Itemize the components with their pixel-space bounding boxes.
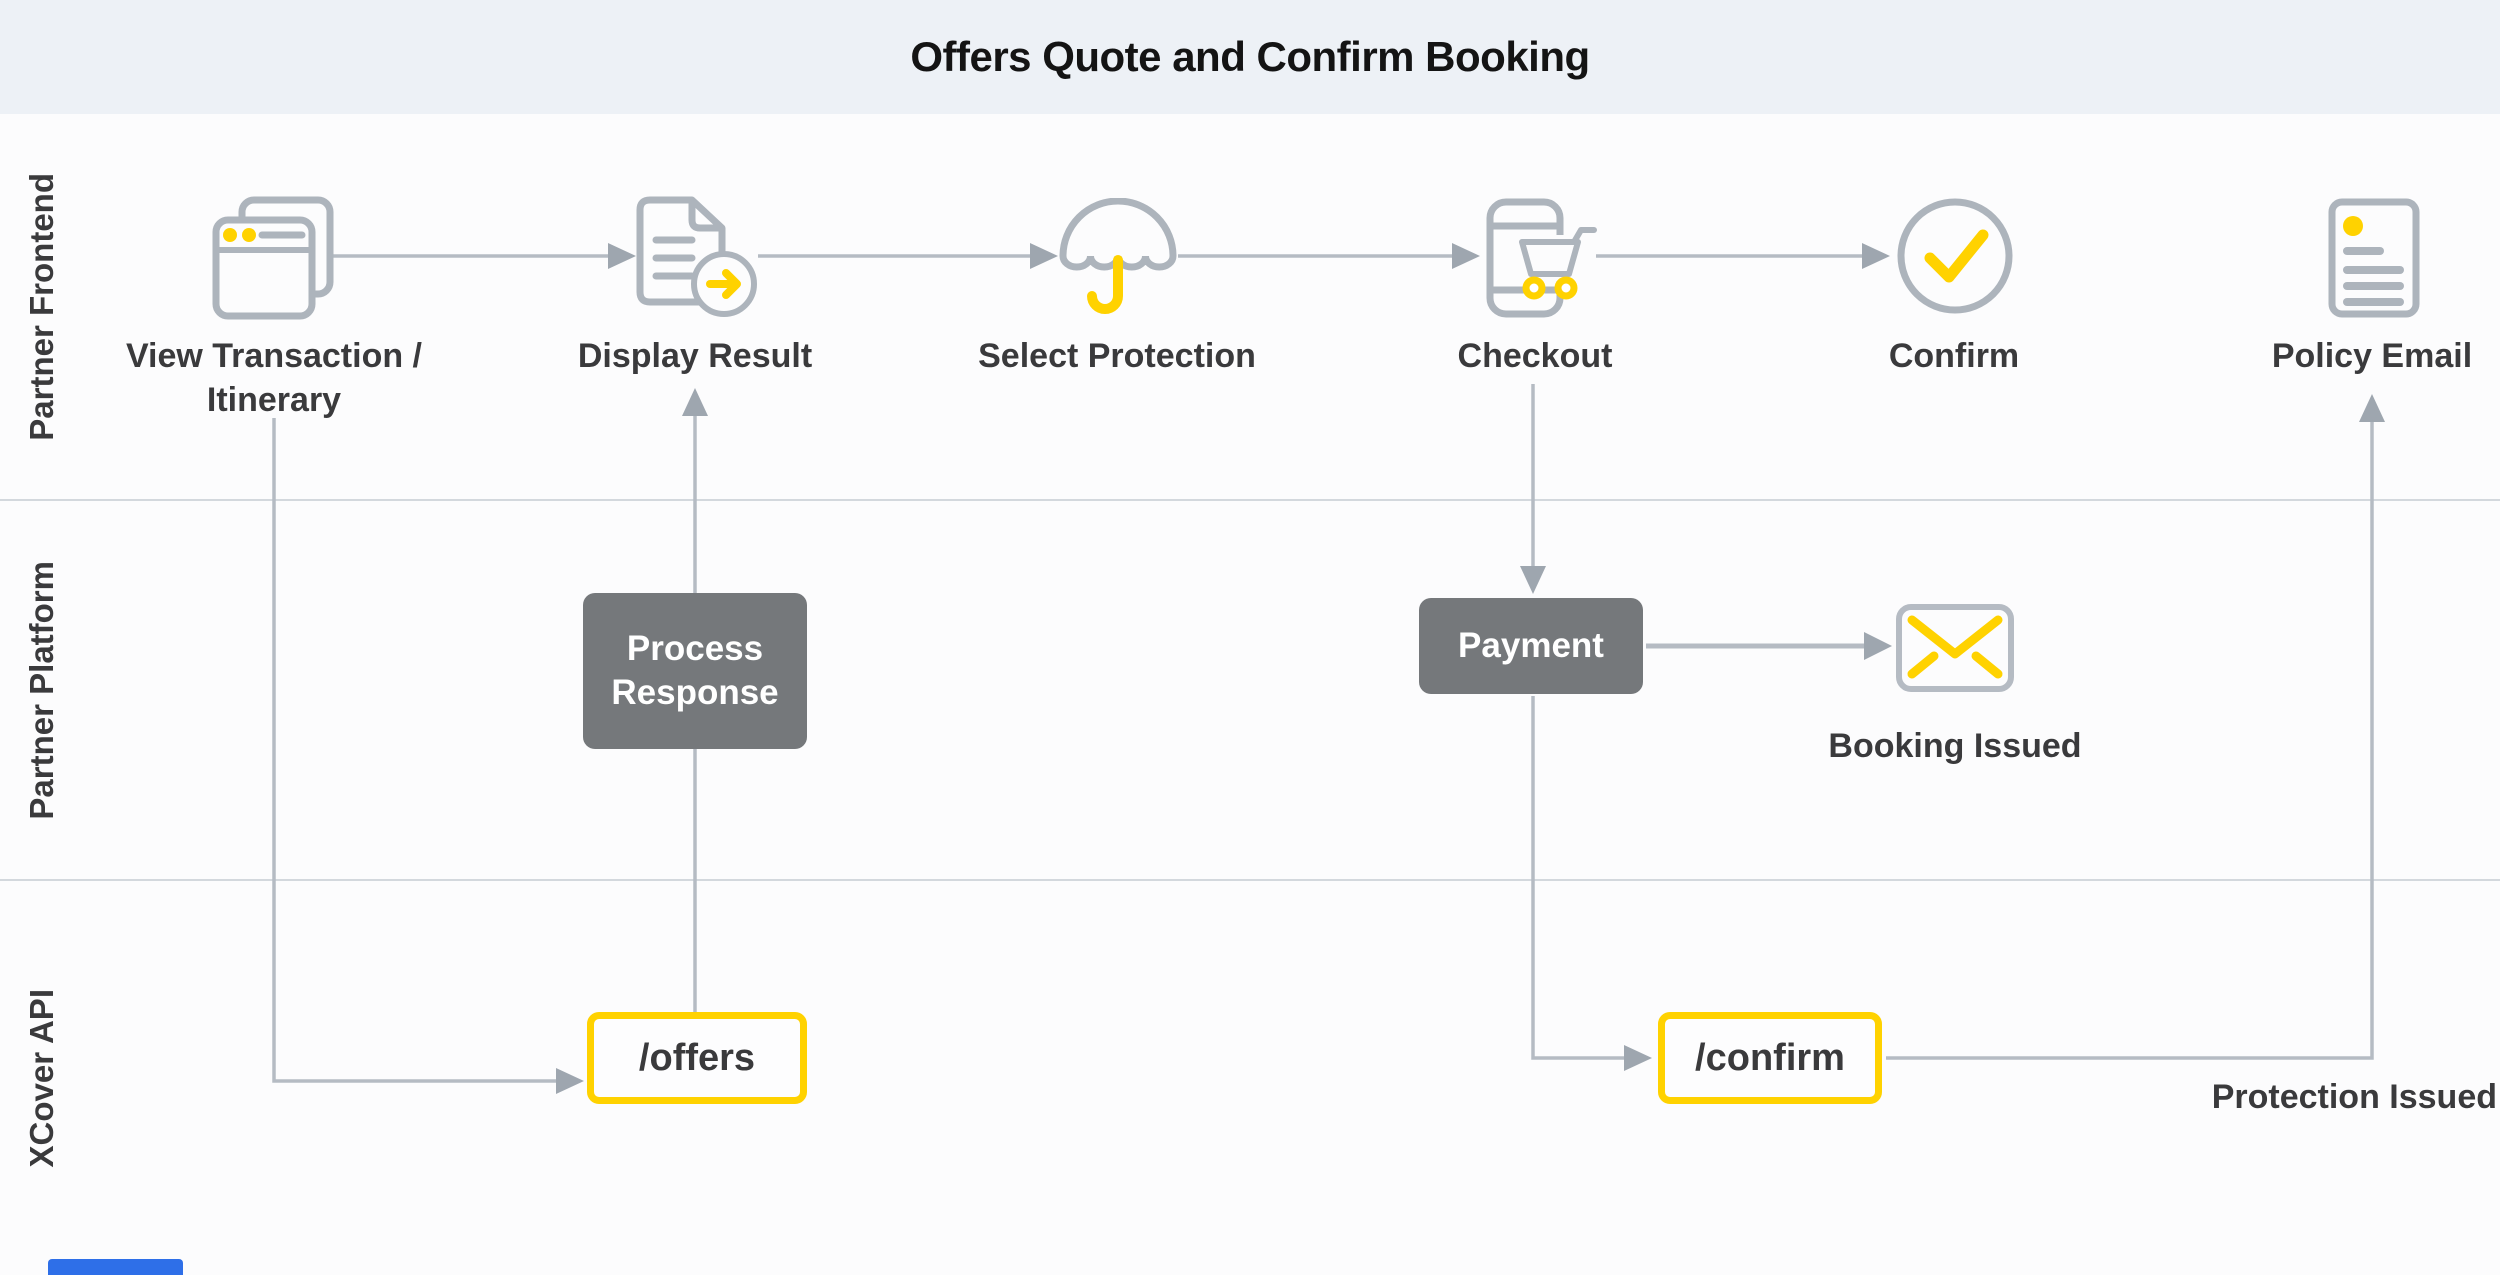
arrowhead-up-policyemail (2359, 394, 2385, 422)
umbrella-icon (1059, 198, 1177, 314)
arrow-confirm-endpoint-to-policyemail (1886, 418, 2374, 1060)
phone-cart-icon (1486, 198, 1597, 318)
label-view-transaction: View Transaction / Itinerary (125, 337, 423, 419)
label-confirm: Confirm (1888, 337, 2020, 375)
browser-windows-icon (212, 196, 334, 320)
label-protection-issued: Protection Issued (2211, 1078, 2497, 1116)
label-display-result: Display Result (577, 337, 813, 375)
header-bar: Offers Quote and Confirm Booking (0, 0, 2500, 114)
arrow-viewtx-to-offers (272, 418, 560, 1083)
label-select-protection: Select Protection (978, 337, 1256, 375)
arrowhead-displayresult (608, 243, 636, 269)
label-checkout: Checkout (1457, 337, 1613, 375)
arrowhead-payment (1520, 566, 1546, 594)
arrowhead-up-displayresult (682, 388, 708, 416)
lane-divider-1 (0, 499, 2500, 501)
page-title: Offers Quote and Confirm Booking (910, 33, 1590, 80)
offers-endpoint-box: /offers (587, 1012, 807, 1104)
process-response-box: Process Response (583, 593, 807, 749)
arrowhead-selectprotection (1030, 243, 1058, 269)
check-circle-icon (1897, 198, 2013, 314)
arrowhead-bookingissued (1864, 632, 1892, 660)
arrowhead-offers (556, 1068, 584, 1094)
arrowhead-confirm-endpoint (1624, 1045, 1652, 1071)
document-result-icon (636, 196, 757, 317)
arrowhead-confirm (1862, 243, 1890, 269)
confirm-endpoint-box: /confirm (1658, 1012, 1882, 1104)
arrowhead-checkout (1452, 243, 1480, 269)
payment-box: Payment (1419, 598, 1643, 694)
arrow-payment-to-confirm-endpoint (1531, 696, 1628, 1060)
policy-document-icon (2328, 198, 2420, 318)
envelope-icon (1896, 604, 2014, 692)
partial-blue-element[interactable] (48, 1259, 183, 1275)
label-policy-email: Policy Email (2271, 337, 2473, 375)
label-booking-issued: Booking Issued (1828, 727, 2082, 765)
lane-divider-2 (0, 879, 2500, 881)
